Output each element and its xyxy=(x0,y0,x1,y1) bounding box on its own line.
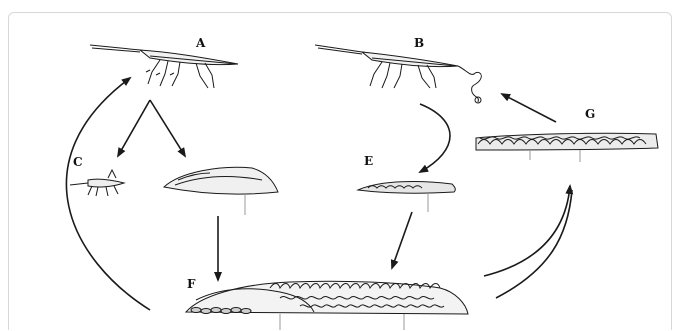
label-e: E xyxy=(364,154,373,168)
label-g: G xyxy=(585,107,595,121)
arrow-a-to-d xyxy=(150,100,185,156)
gall-e xyxy=(358,182,455,212)
arrow-a-to-c xyxy=(118,100,150,156)
arrow-f-to-g-2 xyxy=(496,190,572,298)
label-f: F xyxy=(187,277,196,291)
colony-f xyxy=(186,281,468,330)
label-a: A xyxy=(195,36,206,50)
arrow-f-to-a xyxy=(66,78,150,310)
colony-g xyxy=(476,133,658,162)
adult-insect-a xyxy=(90,45,238,88)
gall-d xyxy=(164,167,278,215)
cycle-arrows xyxy=(66,78,572,310)
label-c: C xyxy=(73,155,83,169)
adult-insect-b xyxy=(315,45,481,103)
arrow-f-to-g-1 xyxy=(484,186,570,276)
arrow-e-to-f xyxy=(392,212,412,268)
label-b: B xyxy=(414,36,424,50)
arrow-b-to-e xyxy=(420,104,450,172)
nymph-c xyxy=(70,170,124,196)
arrow-g-to-b xyxy=(502,94,556,122)
